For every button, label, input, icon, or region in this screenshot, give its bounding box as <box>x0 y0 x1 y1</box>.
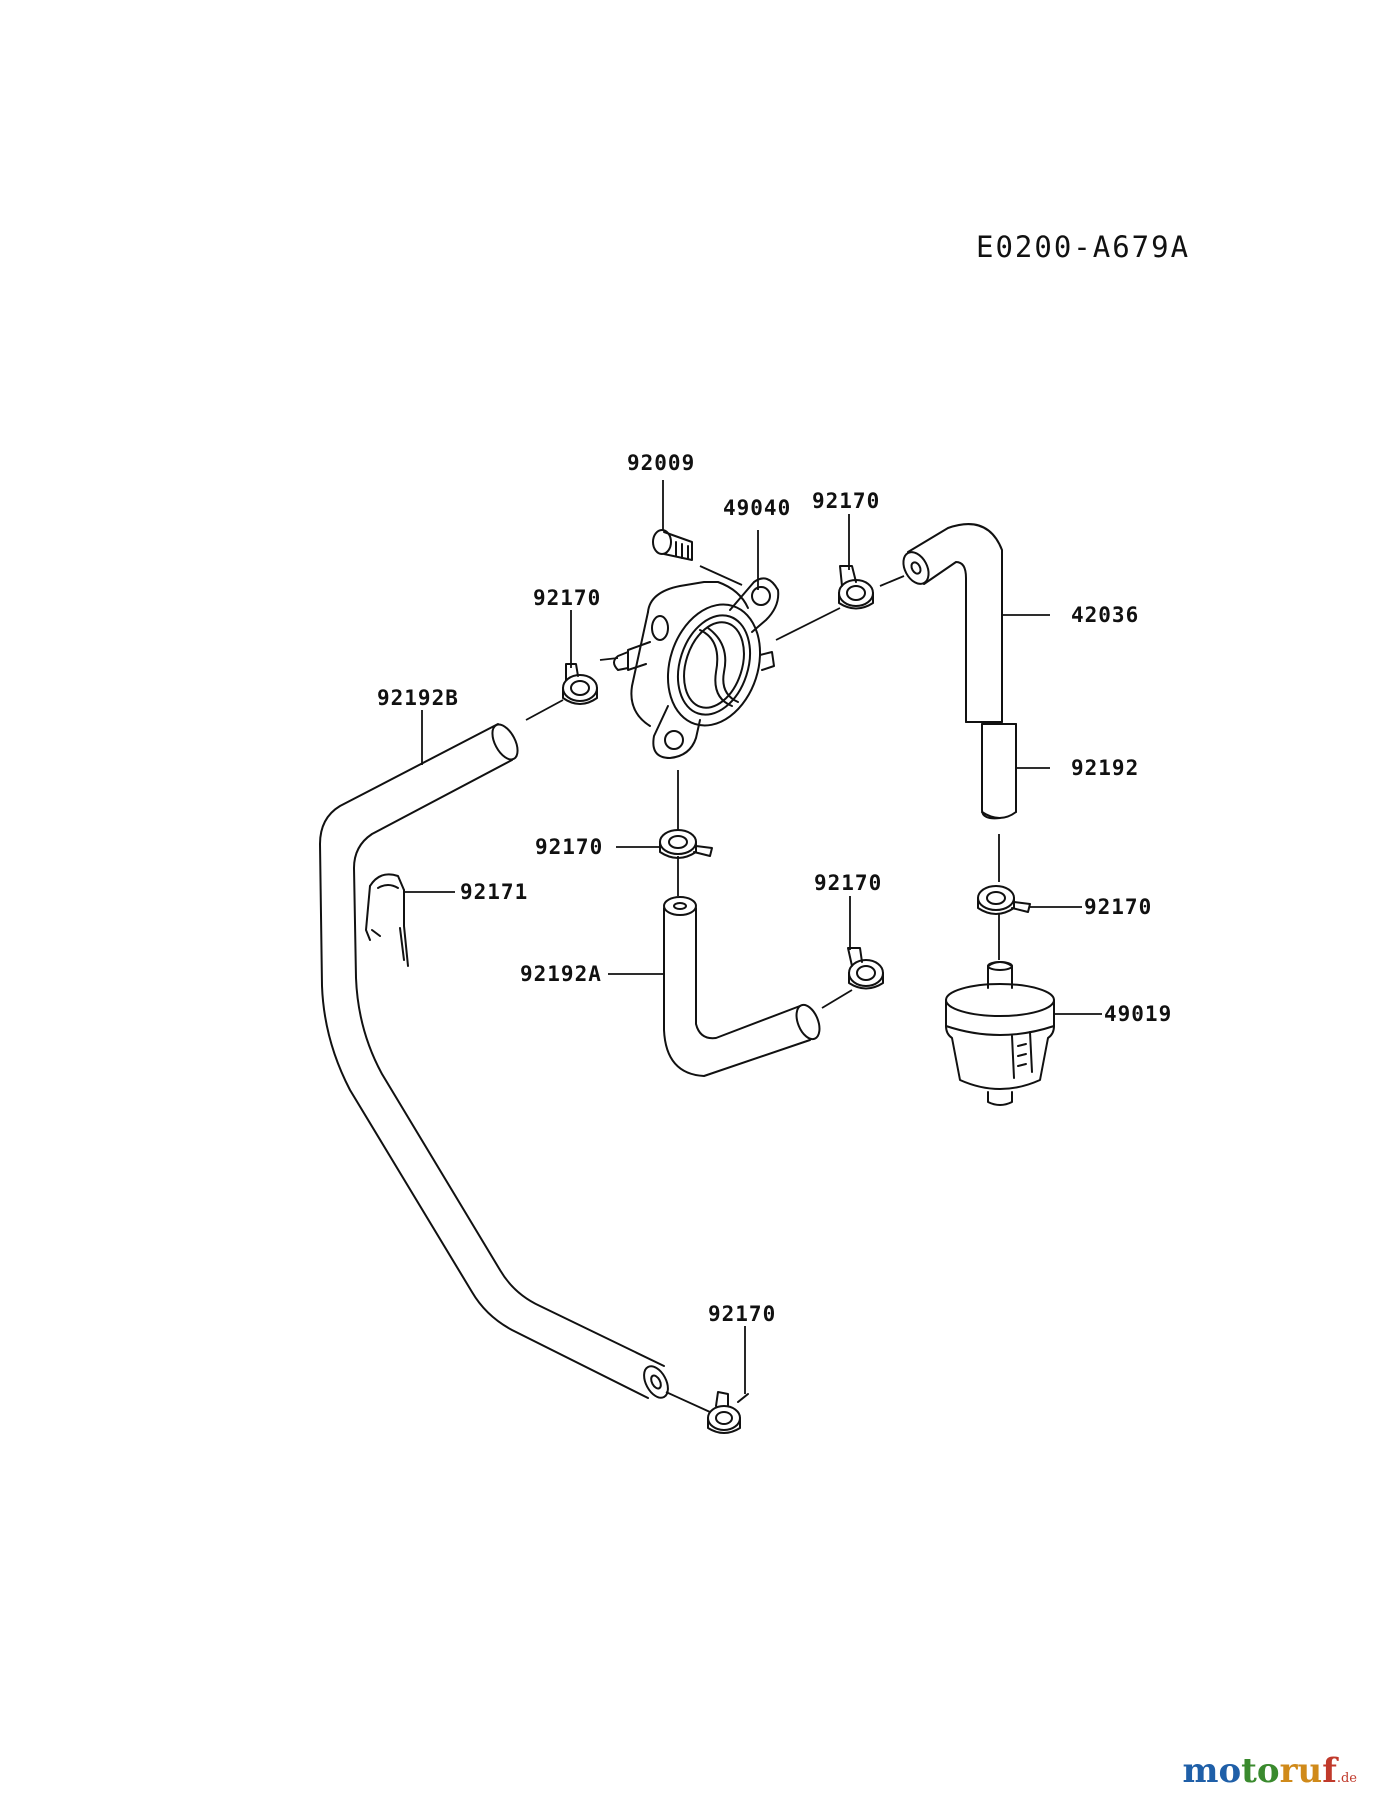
callout-42036: 42036 <box>1071 603 1140 627</box>
hose-clamp-92170-filter <box>977 885 1031 915</box>
leader-lines <box>404 480 1102 1413</box>
watermark-part-3: ru <box>1279 1751 1323 1791</box>
watermark-part-4: f <box>1322 1751 1337 1791</box>
callout-92192b: 92192B <box>377 686 459 710</box>
callout-92192: 92192 <box>1071 756 1140 780</box>
callout-92170-filter: 92170 <box>1084 895 1153 919</box>
callout-92192a: 92192A <box>520 962 602 986</box>
fuel-filter-49019 <box>945 961 1055 1106</box>
callout-49019: 49019 <box>1104 1002 1173 1026</box>
hose-clamp-92170-rightmid <box>847 947 884 990</box>
fuel-hose-92192b <box>319 723 669 1399</box>
callout-49040: 49040 <box>723 496 792 520</box>
callout-92171: 92171 <box>460 880 529 904</box>
watermark-part-2: to <box>1241 1751 1280 1791</box>
diagram-code: E0200-A679A <box>976 230 1191 264</box>
callout-92170-rightmid: 92170 <box>814 871 883 895</box>
watermark-part-1: mo <box>1182 1751 1242 1791</box>
hose-clamp-92170-bottom <box>707 1391 749 1434</box>
hose-clamp-92170-top <box>838 565 874 610</box>
hose-clamp-92170-mid <box>659 829 713 859</box>
fuel-hose-42036 <box>902 523 1003 723</box>
fuel-hose-92192a <box>663 896 821 1077</box>
watermark-logo: motoruf.de <box>1183 1754 1357 1788</box>
watermark-suffix: .de <box>1336 1771 1357 1786</box>
callout-92170-left: 92170 <box>533 586 602 610</box>
hose-clip-92171 <box>365 873 409 967</box>
fuel-hose-92192 <box>981 723 1017 820</box>
screw-92009 <box>652 529 693 561</box>
callout-92170-mid: 92170 <box>535 835 604 859</box>
callout-92170-bottom: 92170 <box>708 1302 777 1326</box>
fuel-pump-49040 <box>613 577 780 759</box>
hose-clamp-92170-left <box>562 663 598 705</box>
callout-92170-top: 92170 <box>812 489 881 513</box>
callout-92009: 92009 <box>627 451 696 475</box>
